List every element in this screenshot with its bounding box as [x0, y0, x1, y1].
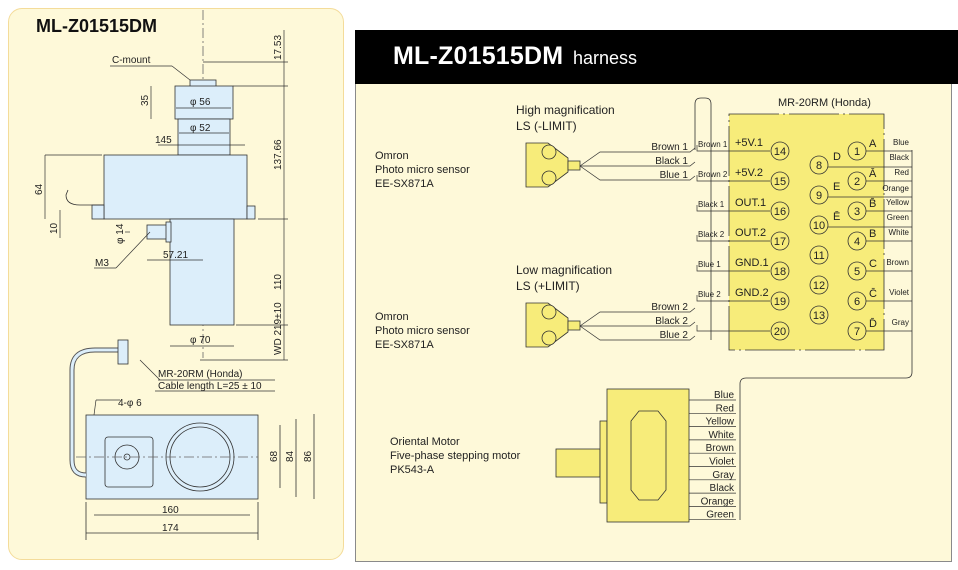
- label-35: 35: [140, 94, 151, 106]
- label-64: 64: [34, 183, 45, 195]
- label-c-mount: C-mount: [112, 55, 151, 66]
- label-d14: φ 14: [115, 223, 126, 244]
- label-holes: 4-φ 6: [118, 398, 142, 409]
- mr20rm-plug: [117, 339, 129, 365]
- label-137-66: 137.66: [273, 139, 284, 170]
- lens-body: [177, 118, 231, 156]
- label-d52: φ 52: [190, 123, 211, 134]
- label-86: 86: [303, 450, 314, 462]
- housing-foot-left: [91, 204, 105, 220]
- label-d70: φ 70: [190, 335, 211, 346]
- label-17-53: 17.53: [273, 35, 284, 60]
- label-d56: φ 56: [190, 97, 211, 108]
- harness-panel: [355, 30, 952, 562]
- label-cable-length: Cable length L=25 ± 10: [158, 381, 262, 392]
- drawing-title: ML-Z01515DM: [36, 16, 158, 36]
- port-flange: [165, 221, 172, 243]
- label-57-21: 57.21: [163, 250, 188, 261]
- main-housing: [103, 154, 248, 220]
- harness-header: ML-Z01515DM harness: [355, 30, 958, 84]
- label-10: 10: [49, 222, 60, 234]
- label-84: 84: [285, 450, 296, 462]
- label-wd: WD 219±10: [273, 302, 284, 355]
- harness-subtitle: harness: [573, 48, 638, 68]
- label-68: 68: [269, 450, 280, 462]
- label-110: 110: [273, 274, 284, 290]
- label-connector: MR-20RM (Honda): [158, 369, 242, 380]
- dimension-drawing: C-mount φ 56 φ 52 145 35 64 10 φ 14 M3 5…: [34, 10, 315, 540]
- label-m3: M3: [95, 258, 109, 269]
- side-cable: [65, 189, 104, 206]
- harness-title: ML-Z01515DM: [393, 42, 564, 70]
- housing-foot-right: [246, 205, 256, 220]
- objective-tube: [169, 218, 235, 326]
- label-145: 145: [155, 135, 172, 146]
- label-160: 160: [162, 505, 179, 516]
- label-174: 174: [162, 523, 179, 534]
